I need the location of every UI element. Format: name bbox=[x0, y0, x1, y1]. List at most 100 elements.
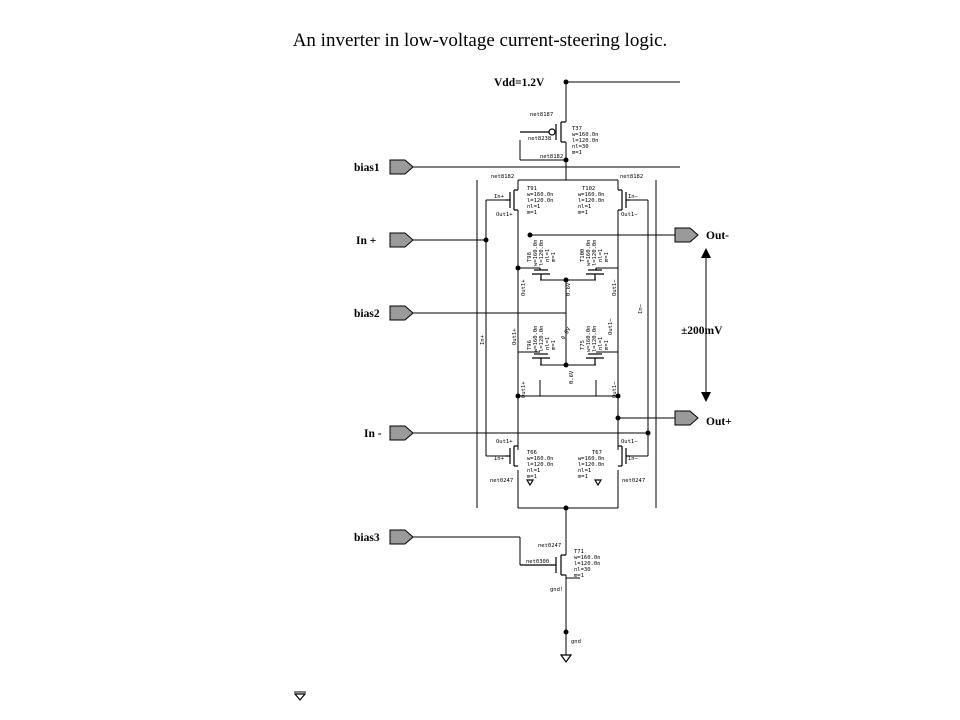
svg-text:l=120.0n: l=120.0n bbox=[574, 561, 601, 567]
out-minus-port bbox=[674, 227, 699, 243]
net-label: net8238 bbox=[528, 136, 551, 142]
net-label: Out1+ bbox=[521, 279, 527, 296]
net-label: net8187 bbox=[530, 112, 553, 118]
net-label: net0247 bbox=[490, 478, 513, 484]
svg-text:w=160.0n: w=160.0n bbox=[586, 326, 592, 353]
net-label: Out1− bbox=[612, 279, 618, 296]
svg-text:nl=1: nl=1 bbox=[545, 249, 551, 262]
in-plus-label: In + bbox=[356, 235, 376, 247]
transistor-t102 bbox=[618, 189, 630, 211]
svg-text:nl=30: nl=30 bbox=[574, 567, 591, 573]
in-minus-port bbox=[389, 425, 414, 441]
net-label: In− bbox=[638, 303, 644, 314]
net-label: gnd! bbox=[550, 587, 563, 593]
svg-text:m=1: m=1 bbox=[572, 150, 582, 156]
param-block-t37: T37 w=160.0n l=120.0n nl=30 m=1 bbox=[572, 126, 599, 156]
net-label: 0.6V bbox=[569, 370, 575, 384]
svg-text:l=120.0n: l=120.0n bbox=[572, 138, 599, 144]
svg-text:w=160.0n: w=160.0n bbox=[578, 456, 605, 462]
transistor-t71 bbox=[520, 554, 566, 576]
net-label: 0.6V bbox=[561, 326, 573, 341]
transistor-t98 bbox=[532, 268, 550, 280]
net-label: net8182 bbox=[620, 174, 643, 180]
net-label: In− bbox=[628, 194, 639, 200]
vdd-label: Vdd=1.2V bbox=[494, 77, 545, 89]
net-label: Out1− bbox=[608, 318, 614, 335]
in-plus-port bbox=[389, 232, 414, 248]
out-minus-label: Out- bbox=[706, 230, 729, 242]
net-label: Out1+ bbox=[496, 439, 513, 445]
param-block-t91: T91 w=160.0n l=120.0n nl=1 m=1 bbox=[527, 186, 554, 216]
net-label: net8182 bbox=[491, 174, 514, 180]
svg-text:T67: T67 bbox=[592, 450, 602, 456]
net-label: Out1− bbox=[621, 212, 638, 218]
svg-text:m=1: m=1 bbox=[574, 573, 584, 579]
svg-text:T96: T96 bbox=[527, 340, 533, 350]
bias1-port bbox=[389, 159, 414, 175]
svg-text:w=160.0n: w=160.0n bbox=[533, 240, 539, 267]
net-label: net0247 bbox=[538, 543, 561, 549]
transistor-t100 bbox=[586, 268, 604, 280]
svg-text:l=120.0n: l=120.0n bbox=[592, 240, 598, 267]
net-label: net8182 bbox=[540, 154, 563, 160]
svg-text:nl=1: nl=1 bbox=[527, 204, 540, 210]
transistor-t37 bbox=[520, 121, 566, 143]
svg-text:m=1: m=1 bbox=[578, 210, 588, 216]
svg-text:T98: T98 bbox=[527, 252, 533, 262]
svg-text:nl=1: nl=1 bbox=[527, 468, 540, 474]
svg-text:l=120.0n: l=120.0n bbox=[539, 240, 545, 267]
param-block-t96: T96 w=160.0n l=120.0n nl=1 m=1 bbox=[527, 326, 557, 353]
svg-text:nl=1: nl=1 bbox=[598, 249, 604, 262]
diagram-title: An inverter in low-voltage current-steer… bbox=[292, 30, 668, 51]
net-label: In+ bbox=[494, 194, 505, 200]
svg-text:m=1: m=1 bbox=[551, 340, 557, 350]
net-label: In− bbox=[628, 456, 639, 462]
bias1-label: bias1 bbox=[354, 162, 380, 174]
net-label: In+ bbox=[480, 334, 486, 345]
bias2-port bbox=[389, 305, 414, 321]
ground-icon bbox=[559, 654, 573, 664]
param-block-t71: T71 w=160.0n l=120.0n nl=30 m=1 bbox=[574, 549, 601, 579]
junction-dots bbox=[483, 79, 651, 635]
param-block-t67: T67 w=160.0n l=120.0n nl=1 m=1 bbox=[578, 450, 605, 480]
param-block-t102: T102 w=160.0n l=120.0n nl=1 m=1 bbox=[578, 186, 605, 216]
wires bbox=[410, 81, 680, 645]
svg-text:T71: T71 bbox=[574, 549, 584, 555]
svg-text:nl=1: nl=1 bbox=[578, 204, 591, 210]
svg-text:m=1: m=1 bbox=[604, 252, 610, 262]
svg-text:l=120.0n: l=120.0n bbox=[539, 326, 545, 353]
net-label: Out1+ bbox=[496, 212, 513, 218]
out-plus-port bbox=[674, 410, 699, 426]
net-label: gnd bbox=[571, 639, 581, 645]
net-label: Out1− bbox=[621, 439, 638, 445]
svg-text:m=1: m=1 bbox=[551, 252, 557, 262]
ground-icon bbox=[525, 479, 535, 487]
svg-text:w=160.0n: w=160.0n bbox=[574, 555, 601, 561]
net-label: net0247 bbox=[622, 478, 645, 484]
svg-text:m=1: m=1 bbox=[527, 474, 537, 480]
svg-text:l=120.0n: l=120.0n bbox=[578, 462, 605, 468]
svg-text:w=160.0n: w=160.0n bbox=[527, 192, 554, 198]
ground-icon bbox=[593, 479, 603, 487]
svg-text:m=1: m=1 bbox=[578, 474, 588, 480]
net-label: In+ bbox=[494, 456, 505, 462]
param-block-t98: T98 w=160.0n l=120.0n nl=1 m=1 bbox=[527, 240, 557, 267]
net-label: Out1+ bbox=[512, 328, 518, 345]
out-plus-label: Out+ bbox=[706, 416, 732, 428]
transistor-t96 bbox=[532, 353, 550, 365]
svg-text:w=160.0n: w=160.0n bbox=[578, 192, 605, 198]
param-block-t66: T66 w=160.0n l=120.0n nl=1 m=1 bbox=[527, 450, 554, 480]
transistor-t67 bbox=[618, 445, 630, 467]
param-block-t100: T100 w=160.0n l=120.0n nl=1 m=1 bbox=[580, 240, 610, 267]
bias2-label: bias2 bbox=[354, 308, 380, 320]
transistor-t91 bbox=[505, 189, 518, 211]
param-block-t75: T75 w=160.0n l=120.0n nl=1 m=1 bbox=[580, 326, 610, 353]
svg-text:nl=30: nl=30 bbox=[572, 144, 589, 150]
svg-text:w=160.0n: w=160.0n bbox=[586, 240, 592, 267]
transistor-t75 bbox=[586, 353, 604, 365]
bias3-port bbox=[389, 529, 414, 545]
svg-text:nl=1: nl=1 bbox=[598, 337, 604, 350]
svg-text:m=1: m=1 bbox=[604, 340, 610, 350]
svg-text:l=120.0n: l=120.0n bbox=[527, 462, 554, 468]
